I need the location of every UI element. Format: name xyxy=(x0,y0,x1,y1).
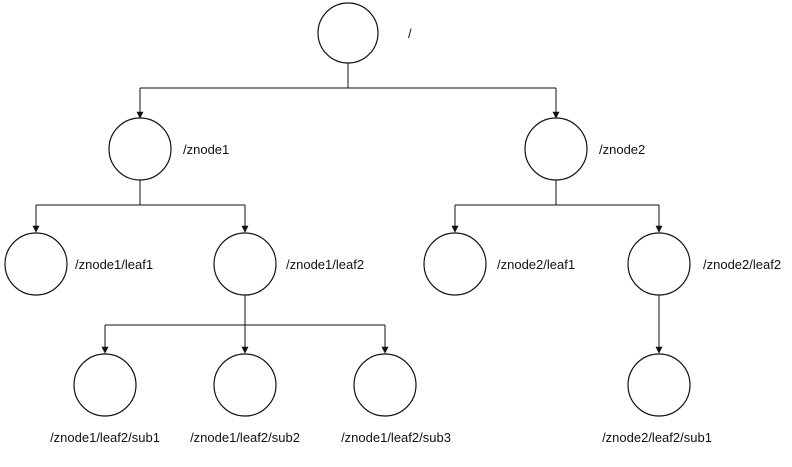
node-label-znode2-leaf1: /znode2/leaf1 xyxy=(497,257,575,272)
node-circle-znode1-leaf2-sub1 xyxy=(73,353,137,417)
tree-node-znode1-leaf2-sub1: /znode1/leaf2/sub1 xyxy=(50,353,160,445)
edges-znode2 xyxy=(451,180,663,233)
tree-node-znode1-leaf2: /znode1/leaf2 xyxy=(213,232,364,296)
edges-znode1 xyxy=(32,180,249,233)
tree-node-znode1-leaf2-sub3: /znode1/leaf2/sub3 xyxy=(341,353,451,445)
edge-z1leaf2-trunk xyxy=(105,295,385,326)
node-label-znode1-leaf2-sub2: /znode1/leaf2/sub2 xyxy=(190,430,300,445)
node-circle-znode2-leaf1 xyxy=(423,232,487,296)
node-label-znode2: /znode2 xyxy=(599,142,645,157)
node-label-znode1-leaf1: /znode1/leaf1 xyxy=(75,257,153,272)
node-label-znode2-leaf2-sub1: /znode2/leaf2/sub1 xyxy=(602,430,712,445)
node-label-znode2-leaf2: /znode2/leaf2 xyxy=(703,257,781,272)
node-label-root: / xyxy=(408,26,412,41)
node-circle-znode2 xyxy=(524,117,588,181)
tree-node-root: / xyxy=(317,2,412,64)
tree-node-znode1-leaf2-sub2: /znode1/leaf2/sub2 xyxy=(190,353,300,445)
edges-znode1-leaf2 xyxy=(101,295,389,354)
edges-root xyxy=(136,63,560,119)
edge-znode1-trunk xyxy=(36,180,245,206)
node-label-znode1: /znode1 xyxy=(183,142,229,157)
node-circle-znode1-leaf2 xyxy=(213,232,277,296)
node-label-znode1-leaf2-sub3: /znode1/leaf2/sub3 xyxy=(341,430,451,445)
edge-root-trunk xyxy=(140,63,556,89)
tree-node-znode2-leaf1: /znode2/leaf1 xyxy=(423,232,575,296)
node-circle-znode1 xyxy=(108,117,172,181)
node-circle-znode1-leaf1 xyxy=(4,232,68,296)
node-circle-znode2-leaf2 xyxy=(627,232,691,296)
node-label-znode1-leaf2: /znode1/leaf2 xyxy=(286,257,364,272)
tree-node-znode1: /znode1 xyxy=(108,117,229,181)
node-circle-znode2-leaf2-sub1 xyxy=(627,353,691,417)
tree-node-znode2-leaf2-sub1: /znode2/leaf2/sub1 xyxy=(602,353,712,445)
tree-node-znode2-leaf2: /znode2/leaf2 xyxy=(627,232,781,296)
node-circle-root xyxy=(317,2,379,64)
node-label-znode1-leaf2-sub1: /znode1/leaf2/sub1 xyxy=(50,430,160,445)
node-circle-znode1-leaf2-sub3 xyxy=(353,353,417,417)
edge-znode2-trunk xyxy=(455,180,659,206)
tree-node-znode1-leaf1: /znode1/leaf1 xyxy=(4,232,153,296)
node-circle-znode1-leaf2-sub2 xyxy=(213,353,277,417)
tree-node-znode2: /znode2 xyxy=(524,117,645,181)
